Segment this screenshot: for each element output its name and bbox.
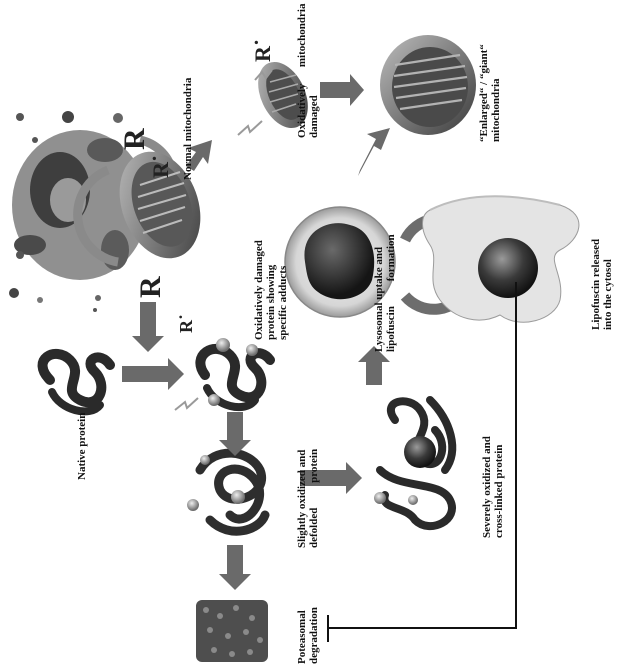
label-oxidatively-damaged-protein: Oxidatively damaged protein showing spec… — [253, 240, 289, 340]
label-proteasomal-degradation: Poteasomal degradation — [296, 607, 320, 664]
radical-symbol: R˙ — [148, 154, 173, 178]
flow-arrows — [122, 74, 390, 590]
label-enlarged-giant-mitochondria: “Enlarged“ / “giant“ mitochondria — [478, 44, 502, 142]
defolded-protein — [187, 448, 270, 536]
lysosome — [284, 206, 396, 318]
label-oxidatively-damaged-mitochondria: Oxidatively mitochondria damaged — [296, 3, 320, 138]
label-normal-mitochondria: Normal mitochondria — [182, 77, 194, 180]
damaged-mitochondrion — [237, 61, 308, 136]
radical-symbol: R˙ — [176, 314, 196, 333]
radical-symbol: R — [118, 128, 151, 150]
giant-mitochondrion — [380, 35, 476, 135]
lipofuscin-cytosol — [422, 195, 580, 323]
label-severely-oxidized: Severely oxidized and cross-linked prote… — [481, 436, 505, 538]
radical-symbol: R — [134, 276, 167, 298]
inhibition-line — [327, 282, 517, 642]
crosslinked-protein — [374, 396, 457, 530]
proteasome-aggregate — [196, 600, 268, 662]
radical-symbol: R˙ — [250, 38, 275, 62]
label-lysosomal-uptake: Lysosomal uptake and lipofuscin formatio… — [373, 234, 397, 352]
native-protein — [37, 349, 115, 416]
label-slightly-oxidized: Slightly oxidized and defolded protein — [296, 448, 320, 548]
normal-mitochondrion — [119, 151, 201, 259]
label-native-protein: Native protein — [76, 412, 88, 480]
label-lipofuscin-released: Lipofuscin released into the cytosol — [590, 238, 614, 330]
damaged-protein — [174, 338, 275, 412]
